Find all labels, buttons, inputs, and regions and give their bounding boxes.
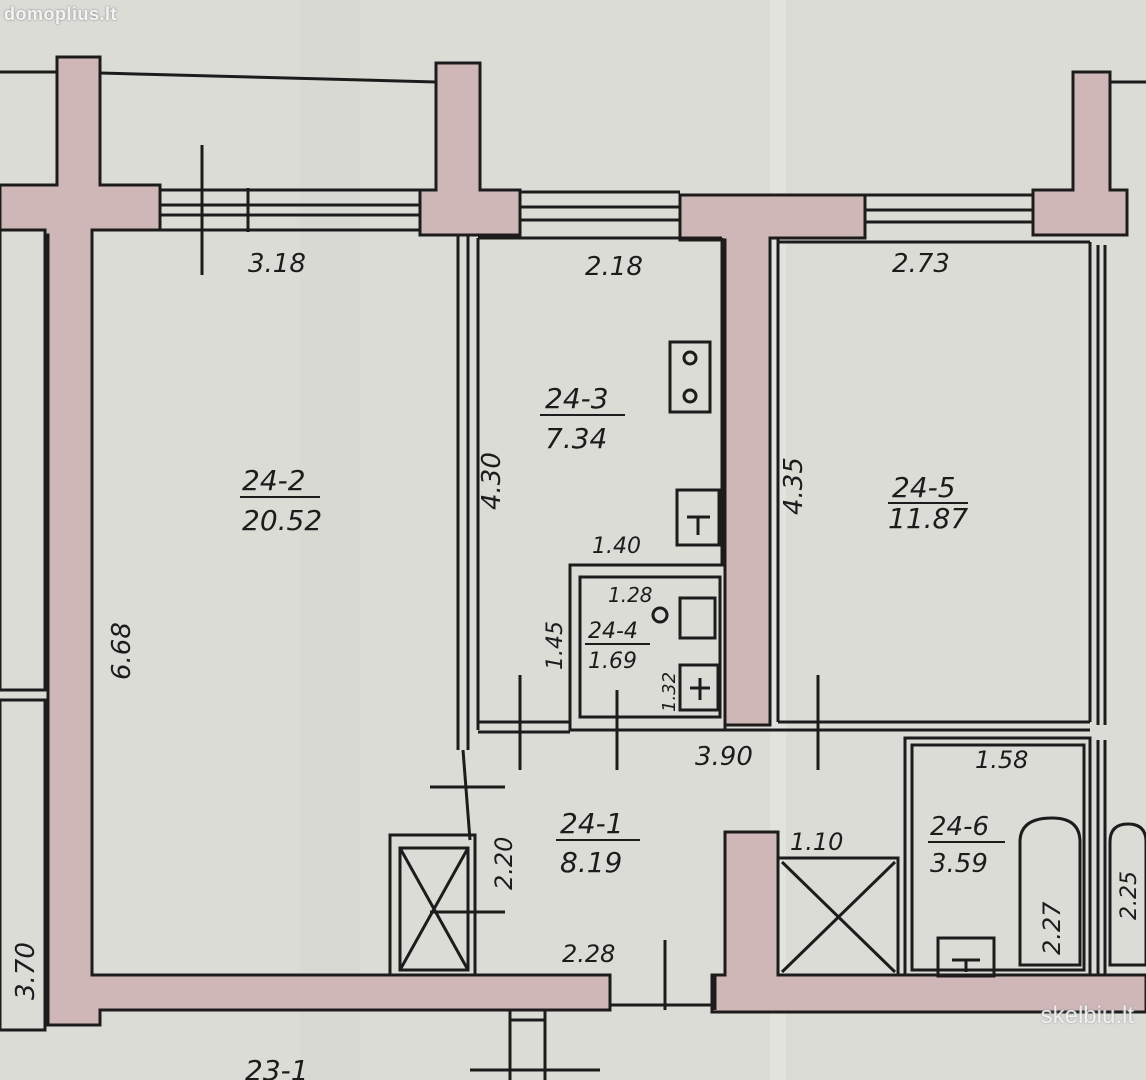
thin-lines bbox=[0, 70, 1146, 1080]
toilet-icon bbox=[678, 663, 720, 712]
washbasin-icon bbox=[651, 596, 717, 640]
dim-245-width: 2.73 bbox=[892, 249, 950, 279]
dim-bath: 2.27 bbox=[1038, 901, 1066, 955]
dim-241-length: 2.20 bbox=[490, 837, 518, 890]
room-246-area: 3.59 bbox=[930, 849, 988, 879]
kitchen-sink-icon bbox=[675, 488, 721, 547]
plan-labels: 3.18 24-2 20.52 6.68 2.18 24-3 7.34 4.30… bbox=[11, 249, 1142, 1080]
room-241-id: 24-1 bbox=[560, 807, 624, 840]
dim-244-width: 1.28 bbox=[608, 583, 653, 607]
room-244-area: 1.69 bbox=[588, 649, 637, 674]
dim-right-bath: 2.25 bbox=[1117, 871, 1142, 920]
dim-245-length: 4.35 bbox=[779, 457, 809, 515]
dim-left-fragment: 3.70 bbox=[11, 942, 41, 1000]
room-231-id: 23-1 bbox=[245, 1054, 309, 1080]
dim-246-width: 1.58 bbox=[975, 746, 1028, 774]
room-245-area: 11.87 bbox=[888, 502, 968, 535]
dim-243-width: 2.18 bbox=[585, 252, 643, 282]
room-241-area: 8.19 bbox=[560, 846, 622, 879]
bath-sink-icon bbox=[936, 936, 996, 978]
dim-242-length: 6.68 bbox=[107, 622, 137, 680]
dim-244-ext-width: 1.40 bbox=[592, 534, 641, 559]
stove-icon bbox=[668, 340, 712, 414]
watermark-domoplius: domoplius.lt bbox=[4, 4, 117, 24]
dim-242-width: 3.18 bbox=[248, 249, 306, 279]
dim-243-length: 4.30 bbox=[477, 452, 507, 510]
room-242-id: 24-2 bbox=[242, 464, 306, 497]
room-244-id: 24-4 bbox=[588, 619, 638, 644]
room-242-area: 20.52 bbox=[242, 504, 322, 537]
dim-241-lower-width: 2.28 bbox=[562, 940, 615, 968]
dim-closet-width: 1.10 bbox=[790, 828, 843, 856]
dim-241-width: 3.90 bbox=[695, 742, 753, 772]
watermark-skelbiu: skelbiu.lt bbox=[1040, 1002, 1134, 1029]
dim-244-ext-length: 1.45 bbox=[543, 621, 568, 670]
dim-244-length: 1.32 bbox=[659, 672, 680, 712]
room-243-id: 24-3 bbox=[545, 382, 609, 415]
room-245-id: 24-5 bbox=[892, 471, 956, 504]
room-243-area: 7.34 bbox=[545, 422, 607, 455]
room-246-id: 24-6 bbox=[930, 812, 989, 842]
